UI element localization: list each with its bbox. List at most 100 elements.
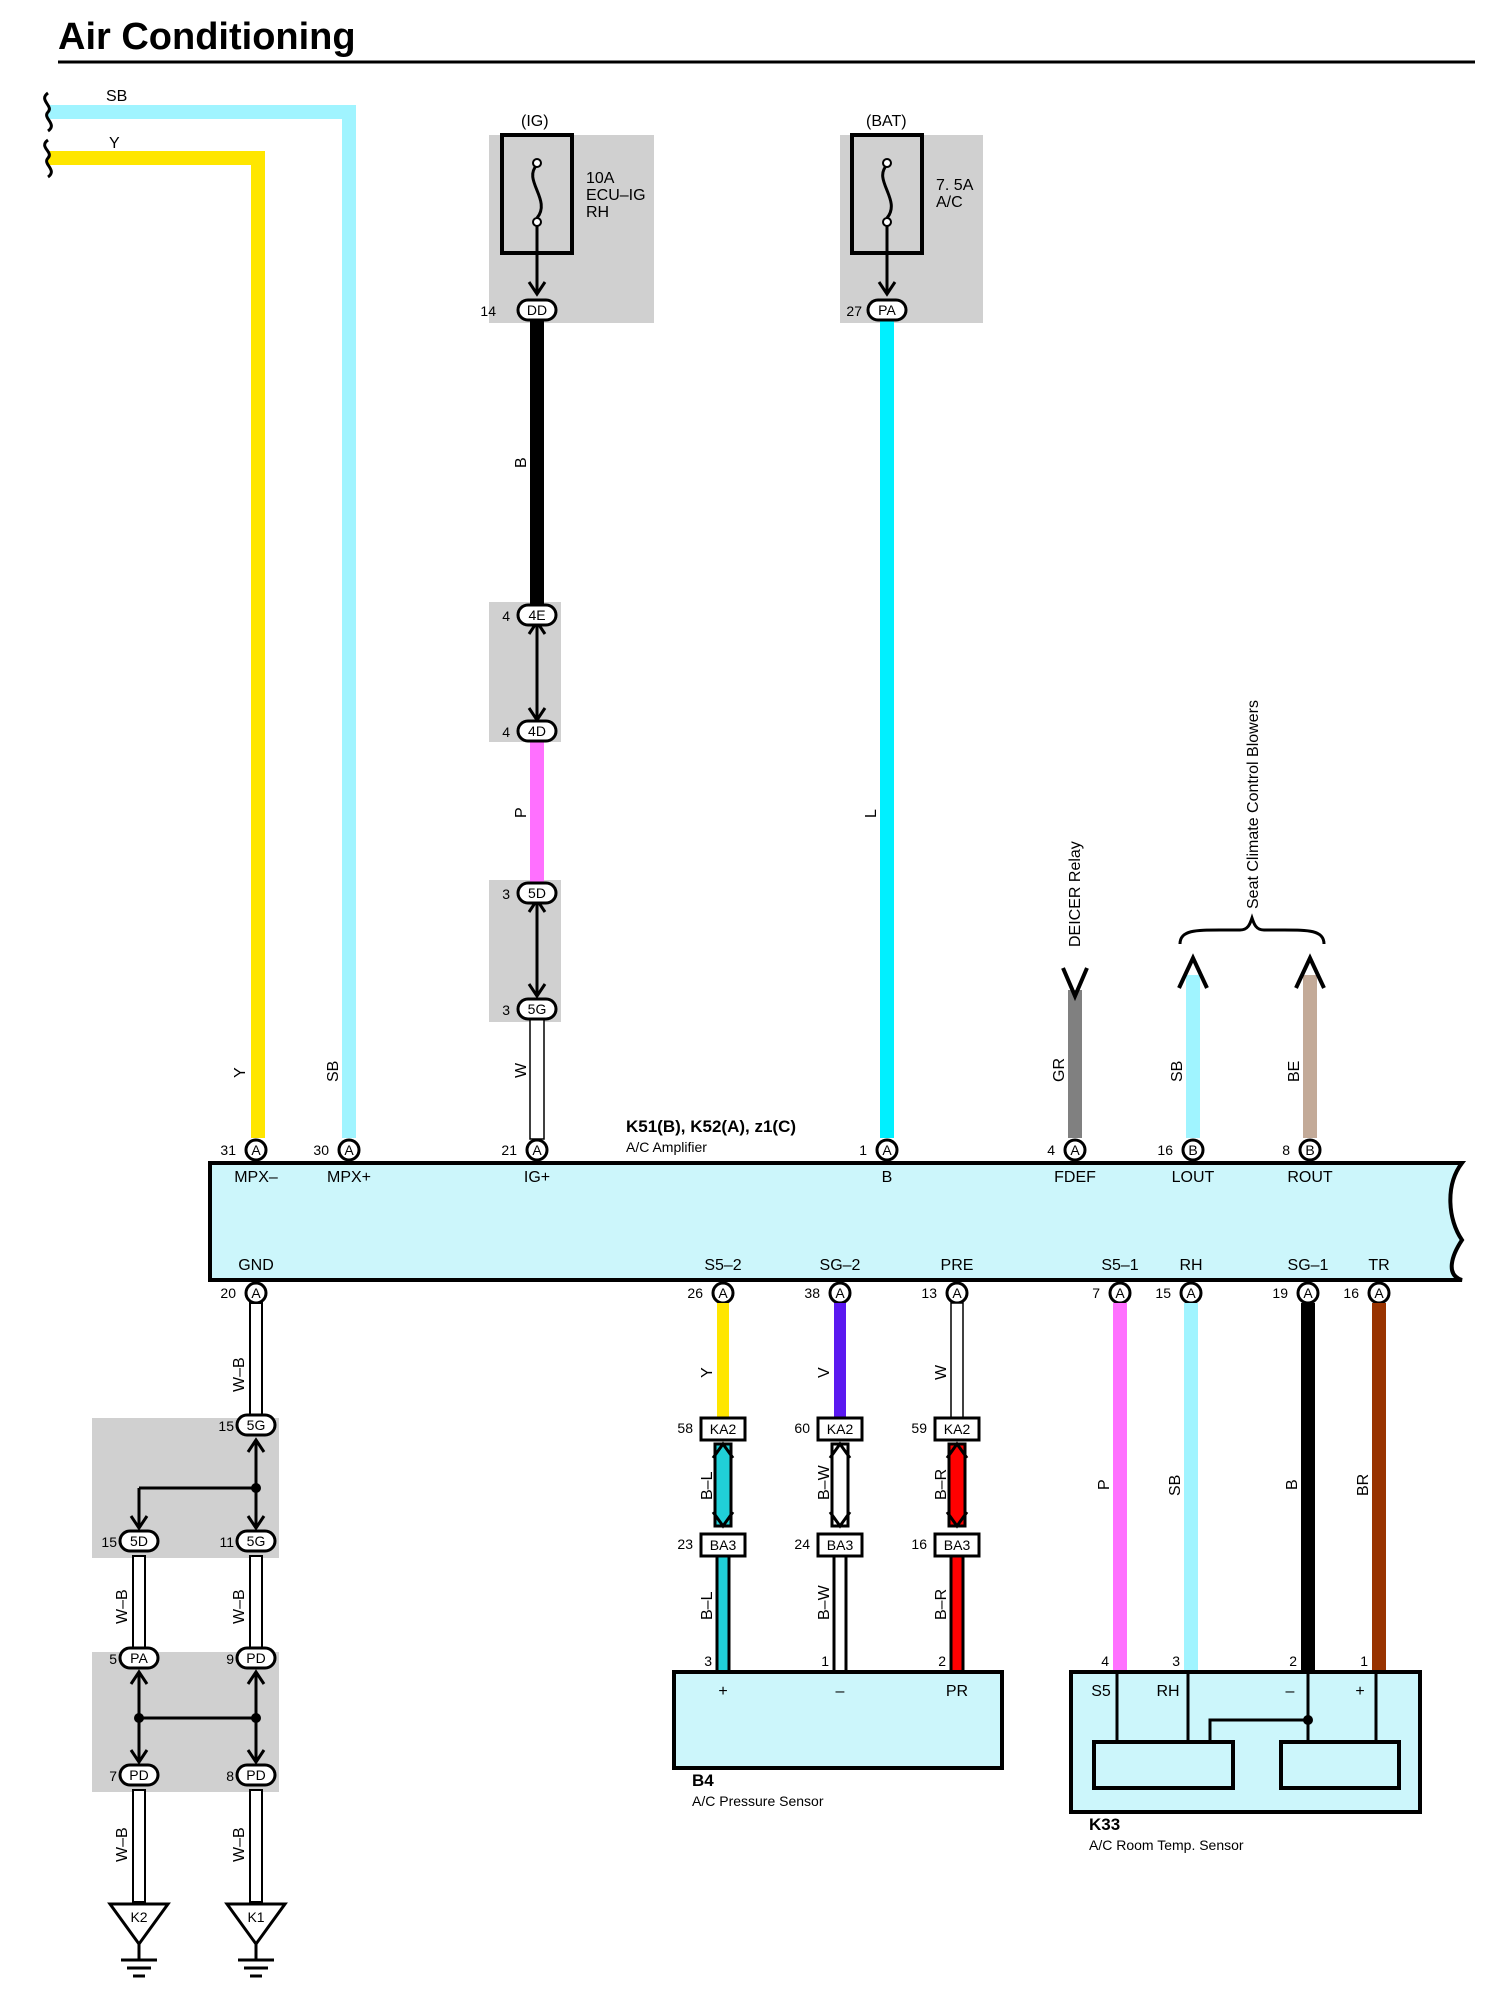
ps-term-plus: +	[718, 1683, 727, 1700]
wire-label-bw-1: B–W	[816, 1464, 833, 1500]
pin-num-sg-1: 19	[1272, 1285, 1288, 1301]
term-fdef: FDEF	[1054, 1169, 1096, 1186]
wire-label-lout: SB	[1169, 1061, 1186, 1082]
gnd-conn-pd3-pin: 8	[226, 1768, 234, 1784]
term-sg-1: SG–1	[1288, 1257, 1329, 1274]
pin-conn-fdef: A	[1070, 1142, 1080, 1158]
wire-label-ig-upper: B	[513, 457, 530, 468]
term-sg-2: SG–2	[820, 1257, 861, 1274]
wire-label-sg-1: B	[1284, 1479, 1301, 1490]
pin-num-b: 1	[859, 1142, 867, 1158]
fuse-source-ig: (IG)	[521, 113, 549, 130]
gnd-conn-pa-code: PA	[130, 1650, 148, 1666]
wire-label-ig-middle: P	[513, 807, 530, 818]
pin-num-gnd: 20	[220, 1285, 236, 1301]
shielded-pairs	[711, 1441, 969, 1529]
ps-term-pr: PR	[946, 1683, 968, 1700]
term-ig-plus: IG+	[524, 1169, 550, 1186]
ba3-pin-16: 16	[911, 1536, 927, 1552]
fuse-bat-rating: 7. 5A	[936, 177, 974, 194]
wire-label-rh: SB	[1167, 1475, 1184, 1496]
bat-fuse-circuit: (BAT) 7. 5A A/C L 27 PA	[846, 113, 974, 1138]
inline-5d-code: 5D	[528, 885, 546, 901]
pin-num-sg-2: 38	[804, 1285, 820, 1301]
ba3-pin-24: 24	[794, 1536, 810, 1552]
pin-conn-lout: B	[1188, 1142, 1197, 1158]
fuse-source-bat: (BAT)	[866, 113, 907, 130]
pressure-sensor-circuit: Y V W 58 KA2 60 KA2 59 KA2 B–L B–W B–R 2…	[672, 1302, 1004, 1809]
gnd-conn-5g-code: 5G	[247, 1417, 266, 1433]
pin-conn-gnd: A	[251, 1285, 261, 1301]
pin-num-rh: 15	[1155, 1285, 1171, 1301]
wire-label-rout: BE	[1286, 1061, 1303, 1082]
pin-num-s5-1: 7	[1092, 1285, 1100, 1301]
term-s5-1: S5–1	[1101, 1257, 1138, 1274]
fuse-bat-pin: 27	[846, 303, 862, 319]
gnd-conn-pd-pin: 9	[226, 1651, 234, 1667]
dest-deicer: DEICER Relay	[1067, 841, 1084, 947]
pin-num-s5-2: 26	[687, 1285, 703, 1301]
pressure-sensor-name: A/C Pressure Sensor	[692, 1793, 824, 1809]
term-gnd: GND	[238, 1257, 274, 1274]
ka2-code-3: KA2	[944, 1421, 971, 1437]
wire-label-gnd-k1: W–B	[231, 1827, 248, 1862]
ka2-code-2: KA2	[827, 1421, 854, 1437]
ig-fuse-circuit: (IG) 10A ECU–IG RH B P W 14 DD 4 4E 4 4D…	[480, 113, 646, 1140]
ba3-code-2: BA3	[827, 1537, 854, 1553]
wire-label-sg-2: V	[816, 1367, 833, 1378]
sensor-pin-1: 1	[821, 1653, 829, 1669]
term-lout: LOUT	[1172, 1169, 1215, 1186]
inline-4e-pin: 4	[502, 608, 510, 624]
wire-label-bw-2: B–W	[816, 1584, 833, 1620]
ground-symbol-k2	[107, 1902, 171, 1947]
pin-num-tr: 16	[1343, 1285, 1359, 1301]
sensor-pin-2: 2	[938, 1653, 946, 1669]
pin-conn-pre: A	[952, 1285, 962, 1301]
ground-label-k1: K1	[247, 1909, 264, 1925]
gnd-conn-pd2-code: PD	[129, 1767, 148, 1783]
gnd-conn-5d-code: 5D	[130, 1533, 148, 1549]
room-sensor-id: K33	[1089, 1815, 1120, 1834]
term-rout: ROUT	[1287, 1169, 1333, 1186]
gnd-conn-pd2-pin: 7	[109, 1768, 117, 1784]
room-sensor-element-1	[1092, 1740, 1235, 1790]
ka2-pin-60: 60	[794, 1420, 810, 1436]
term-s5-2: S5–2	[704, 1257, 741, 1274]
pin-conn-sg-2: A	[835, 1285, 845, 1301]
pin-num-pre: 13	[921, 1285, 937, 1301]
inline-4e-code: 4E	[528, 607, 545, 623]
ps-term-minus: –	[836, 1683, 845, 1700]
amplifier-name: A/C Amplifier	[626, 1139, 707, 1155]
fuse-ig-side: RH	[586, 204, 609, 221]
gnd-conn-pd-code: PD	[246, 1650, 265, 1666]
pin-conn-tr: A	[1374, 1285, 1384, 1301]
ground-symbol-k1	[224, 1902, 288, 1947]
term-rh: RH	[1179, 1257, 1202, 1274]
room-sensor-circuit: P SB B BR 4 3 2 1 S5 RH – + K33 A/C Room…	[1069, 1303, 1422, 1853]
rs-term-minus: –	[1286, 1683, 1295, 1700]
ba3-code-3: BA3	[944, 1537, 971, 1553]
fuse-ig-pin: 14	[480, 303, 496, 319]
break-mark-sb	[43, 91, 53, 133]
term-b: B	[882, 1169, 893, 1186]
dest-seat: Seat Climate Control Blowers	[1245, 700, 1262, 909]
wire-label-bat: L	[863, 809, 880, 818]
pin-conn-sg-1: A	[1303, 1285, 1313, 1301]
rs-term-plus: +	[1355, 1683, 1364, 1700]
pin-conn-b: A	[882, 1142, 892, 1158]
wire-label-bl-2: B–L	[699, 1591, 716, 1620]
fuse-ig-connector: DD	[527, 302, 547, 318]
pin-conn-mpx-minus: A	[251, 1142, 261, 1158]
off-page-wires: SB Y Y SB	[43, 88, 356, 1138]
pin-conn-rout: B	[1305, 1142, 1314, 1158]
page-title: Air Conditioning	[58, 16, 356, 58]
pressure-sensor-body	[672, 1670, 1004, 1770]
pin-num-lout: 16	[1157, 1142, 1173, 1158]
gnd-conn-5g-pin: 15	[218, 1418, 234, 1434]
wire-label-tr: BR	[1355, 1474, 1372, 1496]
inline-5g-pin: 3	[502, 1002, 510, 1018]
wire-label-gnd-left: W–B	[114, 1589, 131, 1624]
ground-circuit: W–B W–B W–B W–B W–B 15 5G 15 5D 11 5G 5 …	[101, 1302, 288, 1978]
fuse-ig-rating: 10A	[586, 170, 615, 187]
